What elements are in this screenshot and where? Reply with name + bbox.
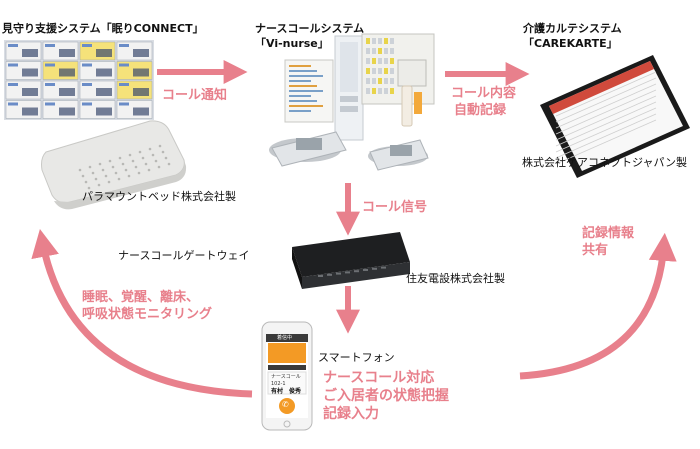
- gateway-label: ナースコールゲートウェイ: [118, 249, 250, 262]
- nurse-call-system-name: 「Vi-nurse」: [255, 37, 329, 50]
- monitoring-label-line1: 睡眠、覚醒、離床、: [82, 290, 200, 305]
- care-record-system-title: 介護カルテシステム: [523, 22, 622, 35]
- monitoring-system-title: 見守り支援システム「眠りCONNECT」: [2, 22, 204, 35]
- nurse-call-equipment-image: [269, 33, 435, 171]
- gateway-device-image: [292, 232, 410, 289]
- call-signal-label: コール信号: [362, 200, 428, 215]
- care-record-system-name: 「CAREKARTE」: [523, 37, 618, 50]
- phone-panel-title: ナースコール: [271, 374, 301, 380]
- phone-status-text: 着信中: [277, 335, 293, 341]
- auto-record-label-line2: 自動記録: [454, 103, 507, 118]
- monitoring-label-line2: 呼吸状態モニタリング: [82, 307, 213, 322]
- sumitomo-maker-label: 住友電設株式会社製: [406, 272, 505, 285]
- sleep-sensor-image: [41, 120, 187, 210]
- smartphone-function-line1: ナースコール対応: [323, 370, 435, 386]
- smartphone-image: [261, 321, 313, 431]
- careconnect-maker-label: 株式会社ケアコネクトジャパン製: [522, 156, 687, 169]
- phone-resident-name: 有村 俊秀: [271, 388, 302, 395]
- paramount-maker-label: パラマウントベッド株式会社製: [82, 190, 236, 203]
- monitoring-screen-image: [4, 40, 154, 120]
- flow-arrows: [31, 60, 677, 398]
- smartphone-function-line2: ご入居者の状態把握: [323, 388, 449, 404]
- record-share-label-line1: 記録情報: [582, 226, 635, 241]
- tablet-image: [540, 55, 690, 178]
- phone-room-number: 102-1: [271, 381, 286, 387]
- auto-record-label-line1: コール内容: [451, 86, 517, 101]
- phone-handset-icon[interactable]: ✆: [282, 400, 289, 409]
- nurse-call-system-title: ナースコールシステム: [255, 22, 365, 35]
- smartphone-label: スマートフォン: [318, 351, 395, 364]
- smartphone-function-line3: 記録入力: [323, 406, 379, 422]
- record-share-label-line2: 共有: [582, 243, 609, 258]
- call-notice-label: コール通知: [162, 88, 228, 103]
